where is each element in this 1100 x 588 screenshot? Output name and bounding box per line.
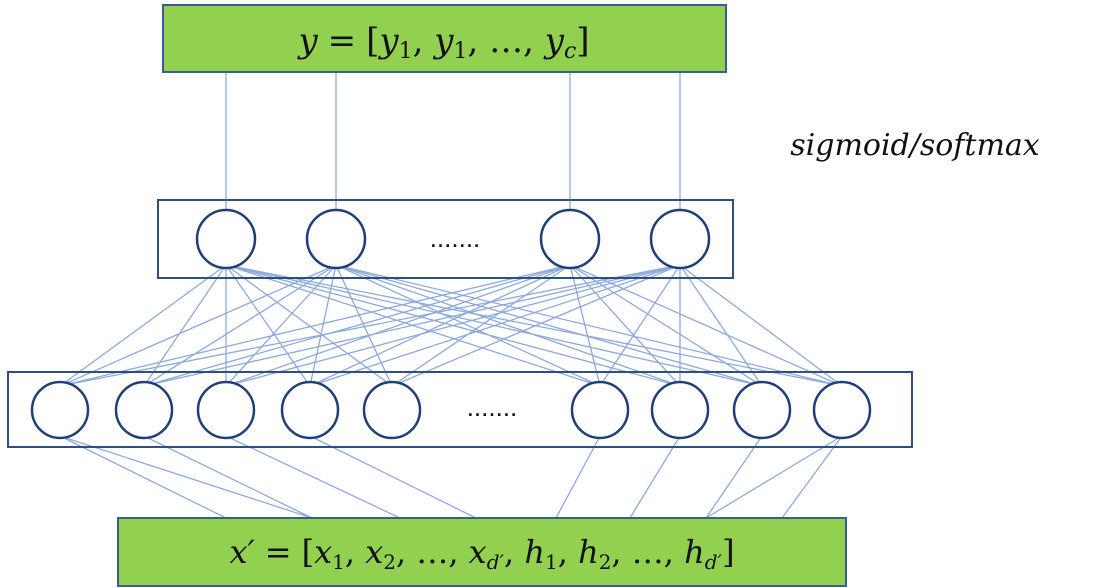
layer-connection xyxy=(309,264,571,387)
hidden-node xyxy=(195,208,257,270)
hidden-layer-nodes xyxy=(195,208,711,270)
input-connection xyxy=(705,435,843,519)
layer-connection xyxy=(225,264,843,387)
lower-node xyxy=(650,380,710,440)
input-connection xyxy=(781,435,843,519)
layer-connection xyxy=(391,264,571,387)
input-label: x′=[x1, x2, …, xd′, h1, h2, …, hd′] xyxy=(229,533,734,574)
lower-node xyxy=(732,380,792,440)
lower-node xyxy=(812,380,872,440)
input-connection xyxy=(59,435,313,519)
layer-connection xyxy=(309,264,681,387)
layer-connection xyxy=(59,264,571,387)
hidden-node xyxy=(305,208,367,270)
layer-connection xyxy=(59,264,681,387)
layer-connection xyxy=(679,264,843,387)
layer-connection xyxy=(143,264,227,387)
lower-layer-ellipsis: ....... xyxy=(467,392,518,422)
layer-connection xyxy=(309,264,337,387)
layer-connection xyxy=(599,264,681,387)
layer-connection xyxy=(59,264,227,387)
lower-layer-nodes xyxy=(30,380,872,440)
input-connection xyxy=(705,435,763,519)
lower-node xyxy=(280,380,340,440)
input-connection xyxy=(59,435,227,519)
layer-connection xyxy=(335,264,763,387)
layer-connection xyxy=(225,264,393,387)
hidden-node xyxy=(649,208,711,270)
hidden-layer-box xyxy=(157,199,734,279)
layer-connection xyxy=(143,264,681,387)
input-connection xyxy=(555,435,601,519)
lower-node xyxy=(30,380,90,440)
layer-connection xyxy=(225,264,681,387)
layer-connection xyxy=(225,264,311,387)
lower-layer-box xyxy=(7,371,913,448)
layer-connection xyxy=(569,264,843,387)
layer-connection xyxy=(679,264,763,387)
input-connection xyxy=(629,435,681,519)
layer-connection xyxy=(335,264,843,387)
layer-connection xyxy=(225,264,571,387)
hidden-layer-ellipsis: ....... xyxy=(430,223,481,253)
hidden-node xyxy=(539,208,601,270)
output-box xyxy=(162,4,727,73)
output-label: y=[y1, y1, …, yc] xyxy=(296,21,589,64)
lower-node xyxy=(570,380,630,440)
lower-node xyxy=(196,380,256,440)
layer-connection xyxy=(225,264,337,387)
layer-connection xyxy=(59,264,337,387)
layer-connection xyxy=(391,264,681,387)
activation-label: sigmoid/softmax xyxy=(790,128,1040,163)
layer-connection xyxy=(143,264,571,387)
connection-lines xyxy=(59,72,843,519)
lower-node xyxy=(114,380,174,440)
input-connection xyxy=(225,435,401,519)
layer-connection xyxy=(335,264,681,387)
input-box xyxy=(117,517,847,587)
layer-connection xyxy=(335,264,601,387)
input-connection xyxy=(309,435,477,519)
lower-node xyxy=(362,380,422,440)
layer-connection xyxy=(143,264,337,387)
layer-connection xyxy=(335,264,393,387)
input-connection xyxy=(143,435,313,519)
